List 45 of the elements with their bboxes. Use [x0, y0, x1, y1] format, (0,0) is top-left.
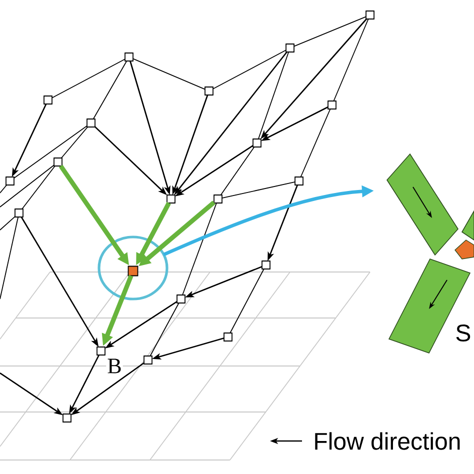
highlighted-node [128, 266, 138, 276]
mesh-line [52, 58, 126, 98]
mesh-node [252, 138, 262, 148]
mesh-line [22, 166, 56, 210]
mesh-line [220, 146, 255, 196]
mesh-line [0, 216, 19, 300]
mesh-node [176, 294, 186, 304]
mesh-line [92, 60, 128, 120]
mesh-node [6, 176, 14, 186]
mesh-node [366, 10, 374, 20]
mesh-line [294, 16, 366, 47]
mesh-node [44, 96, 52, 104]
mesh-node [166, 194, 176, 204]
mesh-line [0, 184, 8, 194]
mesh-node [224, 332, 232, 342]
mesh-line [182, 202, 217, 296]
mesh-line [222, 181, 296, 199]
mesh-node [328, 100, 336, 110]
node-label: B [106, 358, 123, 374]
mesh-node [124, 52, 134, 62]
mesh-line [14, 125, 88, 179]
mesh-line [60, 126, 88, 158]
mesh-line [150, 302, 180, 356]
mesh-line [0, 164, 54, 208]
mesh-line [132, 58, 206, 90]
mesh-line [230, 268, 264, 334]
mesh-node [144, 356, 152, 364]
mesh-node [262, 260, 270, 270]
mesh-node [294, 176, 304, 186]
legend-label: Flow direction [315, 432, 460, 450]
mesh-line [212, 50, 286, 90]
mesh-line [258, 52, 290, 140]
mesh-line [333, 18, 369, 102]
mesh-node [214, 194, 222, 204]
mesh-line [300, 108, 331, 178]
highlight-ring [98, 236, 168, 300]
mesh-node [62, 414, 72, 422]
inset-label: S [456, 324, 470, 342]
mesh-node [96, 346, 106, 356]
mesh-node [286, 44, 294, 52]
mesh-line [0, 216, 16, 230]
mesh-node [14, 208, 24, 218]
mesh-node [54, 158, 62, 166]
mesh-node [86, 118, 96, 128]
mesh-node [204, 86, 214, 96]
